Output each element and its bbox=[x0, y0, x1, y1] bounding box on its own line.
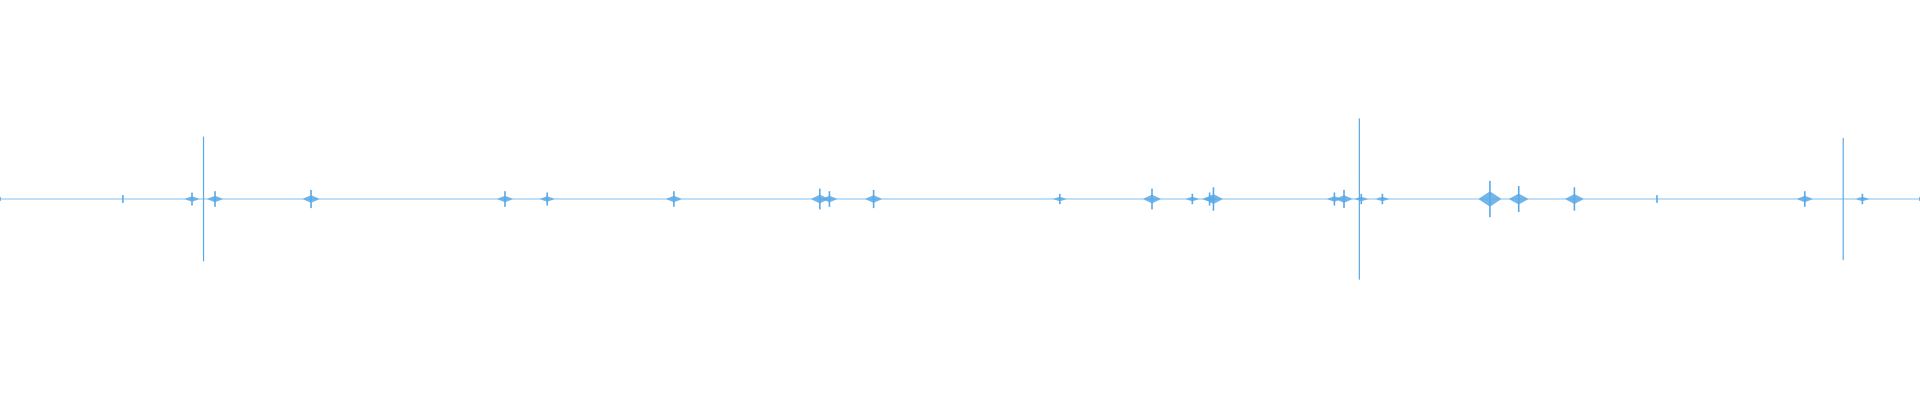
waveform-burst bbox=[539, 196, 556, 202]
waveform-burst bbox=[1353, 196, 1369, 202]
waveform-burst bbox=[1796, 195, 1814, 203]
waveform-burst bbox=[1564, 194, 1584, 204]
waveform-burst bbox=[302, 195, 320, 203]
waveform-burst bbox=[1184, 196, 1200, 202]
waveform-burst bbox=[665, 195, 683, 203]
waveform-burst bbox=[821, 195, 838, 203]
waveform-burst bbox=[1478, 191, 1502, 207]
waveform-burst bbox=[184, 196, 200, 202]
waveform-burst bbox=[1052, 196, 1068, 202]
waveform-burst bbox=[1854, 196, 1870, 202]
waveform-burst bbox=[496, 195, 514, 203]
waveform-burst bbox=[810, 194, 830, 204]
waveform-burst bbox=[1201, 196, 1218, 202]
waveform-burst bbox=[864, 195, 883, 203]
waveform-burst bbox=[206, 195, 224, 203]
waveform-spikes bbox=[0, 118, 1920, 280]
waveform-burst bbox=[1508, 193, 1529, 205]
waveform-burst bbox=[1335, 195, 1353, 203]
waveform-burst bbox=[1142, 194, 1162, 204]
waveform-burst bbox=[1374, 196, 1390, 202]
